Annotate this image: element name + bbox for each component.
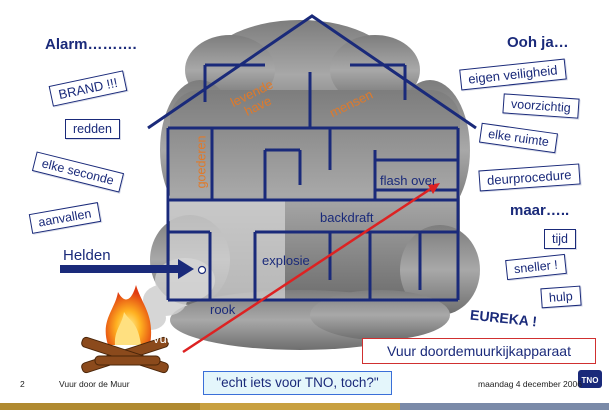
red-diagonal-arrow-icon xyxy=(182,183,440,354)
tno-logo-icon: TNO xyxy=(578,370,602,388)
presentation-title: Vuur door de Muur xyxy=(59,379,130,389)
ooh-ja-heading: Ooh ja… xyxy=(507,34,569,51)
svg-text:TNO: TNO xyxy=(582,376,599,385)
house-outline xyxy=(147,14,477,302)
label-explosie: explosie xyxy=(262,253,310,268)
tag-tijd: tijd xyxy=(544,229,576,249)
quote-box: "echt iets voor TNO, toch?" xyxy=(203,371,392,395)
presentation-date: maandag 4 december 2006 xyxy=(478,379,582,389)
ground-floor-haze xyxy=(170,200,285,300)
label-rook: rook xyxy=(210,302,236,317)
door-knob-icon xyxy=(197,265,207,275)
label-goederen: goederen xyxy=(194,135,209,189)
heroes-label: Helden xyxy=(63,247,111,264)
label-backdraft: backdraft xyxy=(320,210,374,225)
page-number: 2 xyxy=(20,379,25,389)
label-vuur: vuur xyxy=(153,331,179,346)
campfire-icon xyxy=(81,285,169,374)
heroes-arrow-icon xyxy=(60,259,194,279)
alarm-heading: Alarm………. xyxy=(45,36,137,53)
maar-heading: maar….. xyxy=(510,202,570,219)
product-name-box: Vuur doordemuurkijkapparaat xyxy=(362,338,596,364)
tag-redden: redden xyxy=(65,119,120,139)
label-flash-over: flash over xyxy=(380,173,437,188)
tag-hulp: hulp xyxy=(540,285,582,309)
footer-strip xyxy=(0,403,609,410)
